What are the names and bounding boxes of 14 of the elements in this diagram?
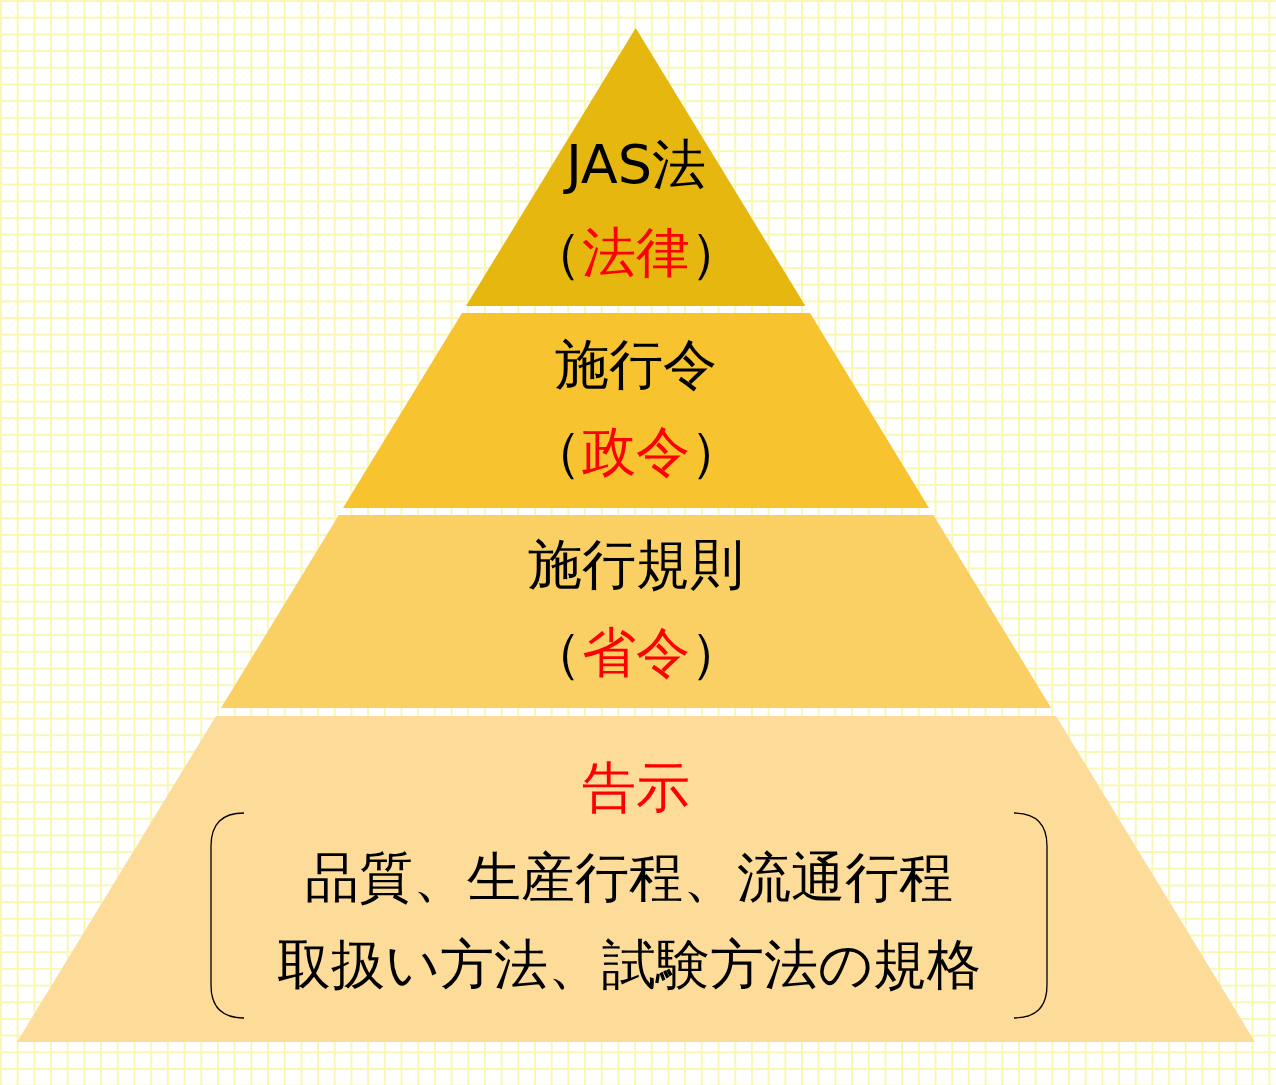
- pyramid-tier: [220, 515, 1052, 708]
- tier-heading: JAS法: [565, 132, 707, 198]
- tier-heading: 施行規則: [528, 532, 744, 598]
- pyramid-tier: [342, 313, 929, 508]
- bracket-frame: [211, 813, 1047, 1018]
- tier-subheading: （法律）: [528, 220, 744, 286]
- tier-subheading: （省令）: [528, 620, 744, 686]
- pyramid-tier: [466, 28, 806, 306]
- pyramid-tier: [17, 716, 1255, 1042]
- standards-text: 取扱い方法、試験方法の規格: [277, 932, 981, 998]
- tier-heading: 告示: [582, 755, 690, 821]
- tier-subheading: （政令）: [528, 419, 744, 485]
- standards-text: 品質、生産行程、流通行程: [305, 845, 953, 911]
- tier-heading: 施行令: [555, 332, 717, 398]
